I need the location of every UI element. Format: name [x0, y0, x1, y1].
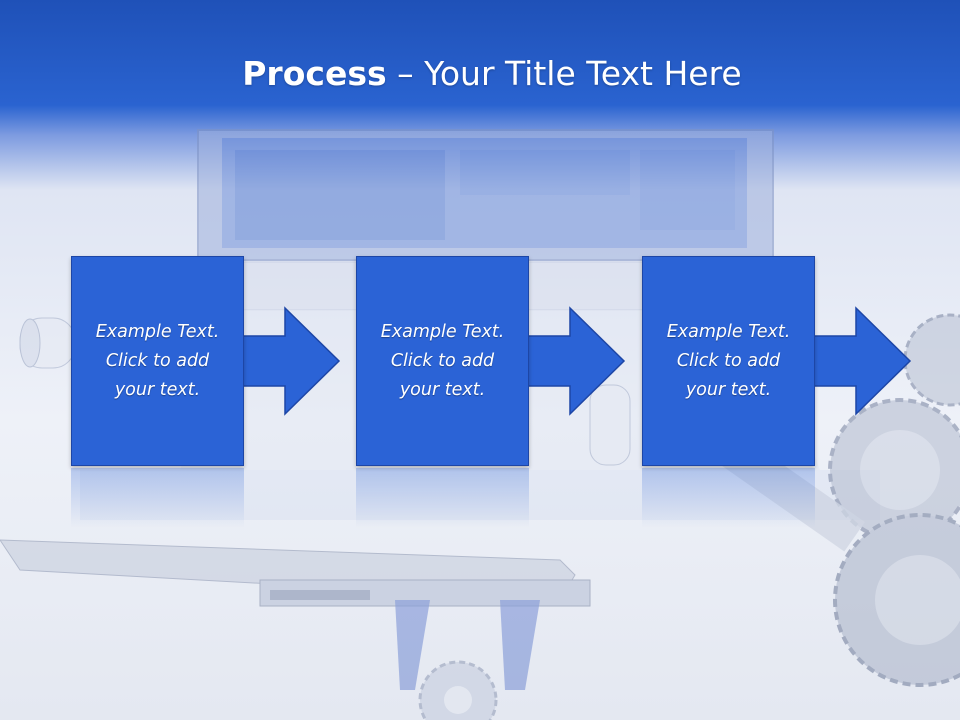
step-reflection [356, 468, 529, 528]
step-line: your text. [685, 379, 772, 400]
slide-title[interactable]: Process – Your Title Text Here [0, 52, 960, 96]
step-reflection [642, 468, 815, 528]
step-line: Click to add [390, 350, 495, 371]
step-text-1: Example Text. Click to add your text. [83, 318, 233, 405]
step-box-1[interactable]: Example Text. Click to add your text. [71, 256, 244, 466]
caliper-illustration [0, 539, 591, 690]
step-text-3: Example Text. Click to add your text. [654, 318, 804, 405]
step-box-3[interactable]: Example Text. Click to add your text. [642, 256, 815, 466]
process-step-3[interactable]: Example Text. Click to add your text. [642, 256, 914, 468]
step-line: Click to add [105, 350, 210, 371]
process-step-2[interactable]: Example Text. Click to add your text. [356, 256, 628, 468]
step-line: Click to add [676, 350, 781, 371]
step-line: your text. [399, 379, 486, 400]
step-line: Example Text. [380, 321, 505, 342]
step-line: Example Text. [666, 321, 791, 342]
step-box-2[interactable]: Example Text. Click to add your text. [356, 256, 529, 466]
step-line: your text. [114, 379, 201, 400]
slide-title-rest: – Your Title Text Here [386, 54, 742, 93]
step-line: Example Text. [95, 321, 220, 342]
step-reflection [71, 468, 244, 528]
process-step-1[interactable]: Example Text. Click to add your text. [71, 256, 343, 468]
small-gear-illustration [418, 660, 498, 720]
slide-title-bold: Process [242, 54, 387, 93]
step-text-2: Example Text. Click to add your text. [368, 318, 518, 405]
